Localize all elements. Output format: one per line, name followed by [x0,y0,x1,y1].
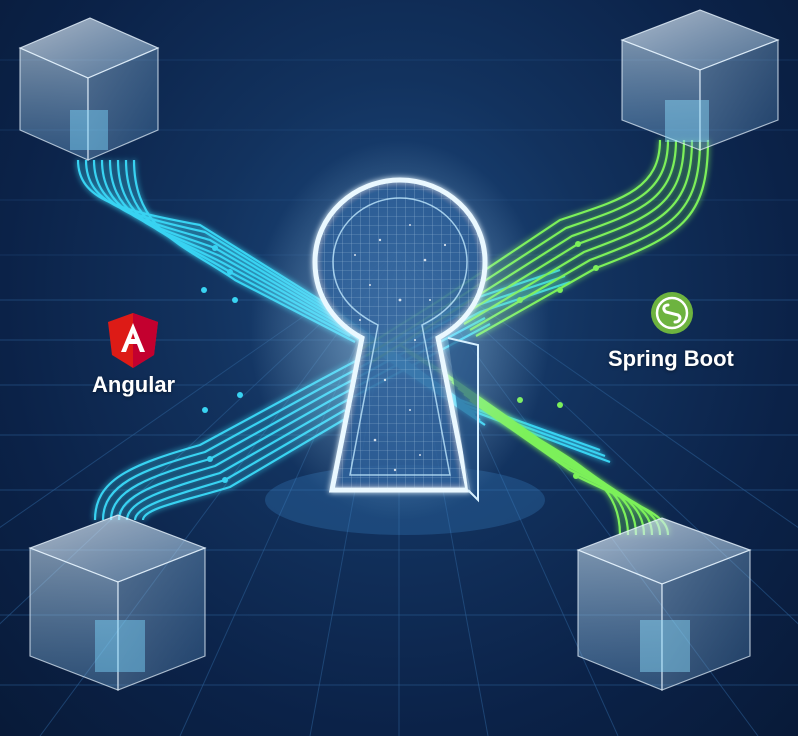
spring-boot-logo-icon [651,292,693,334]
cube-bottom-right [576,517,752,691]
cube-top-left [18,17,160,161]
spring-boot-label: Spring Boot [608,346,734,371]
keyhole-icon [250,140,550,520]
angular-circuit-nodes [201,245,243,483]
angular-circuit-lines [76,159,611,521]
spring-circuit-lines [359,139,710,536]
cube-top-right [620,9,780,151]
angular-label: Angular [92,372,176,397]
angular-logo-icon [108,313,158,368]
cube-bottom-left [28,514,207,691]
